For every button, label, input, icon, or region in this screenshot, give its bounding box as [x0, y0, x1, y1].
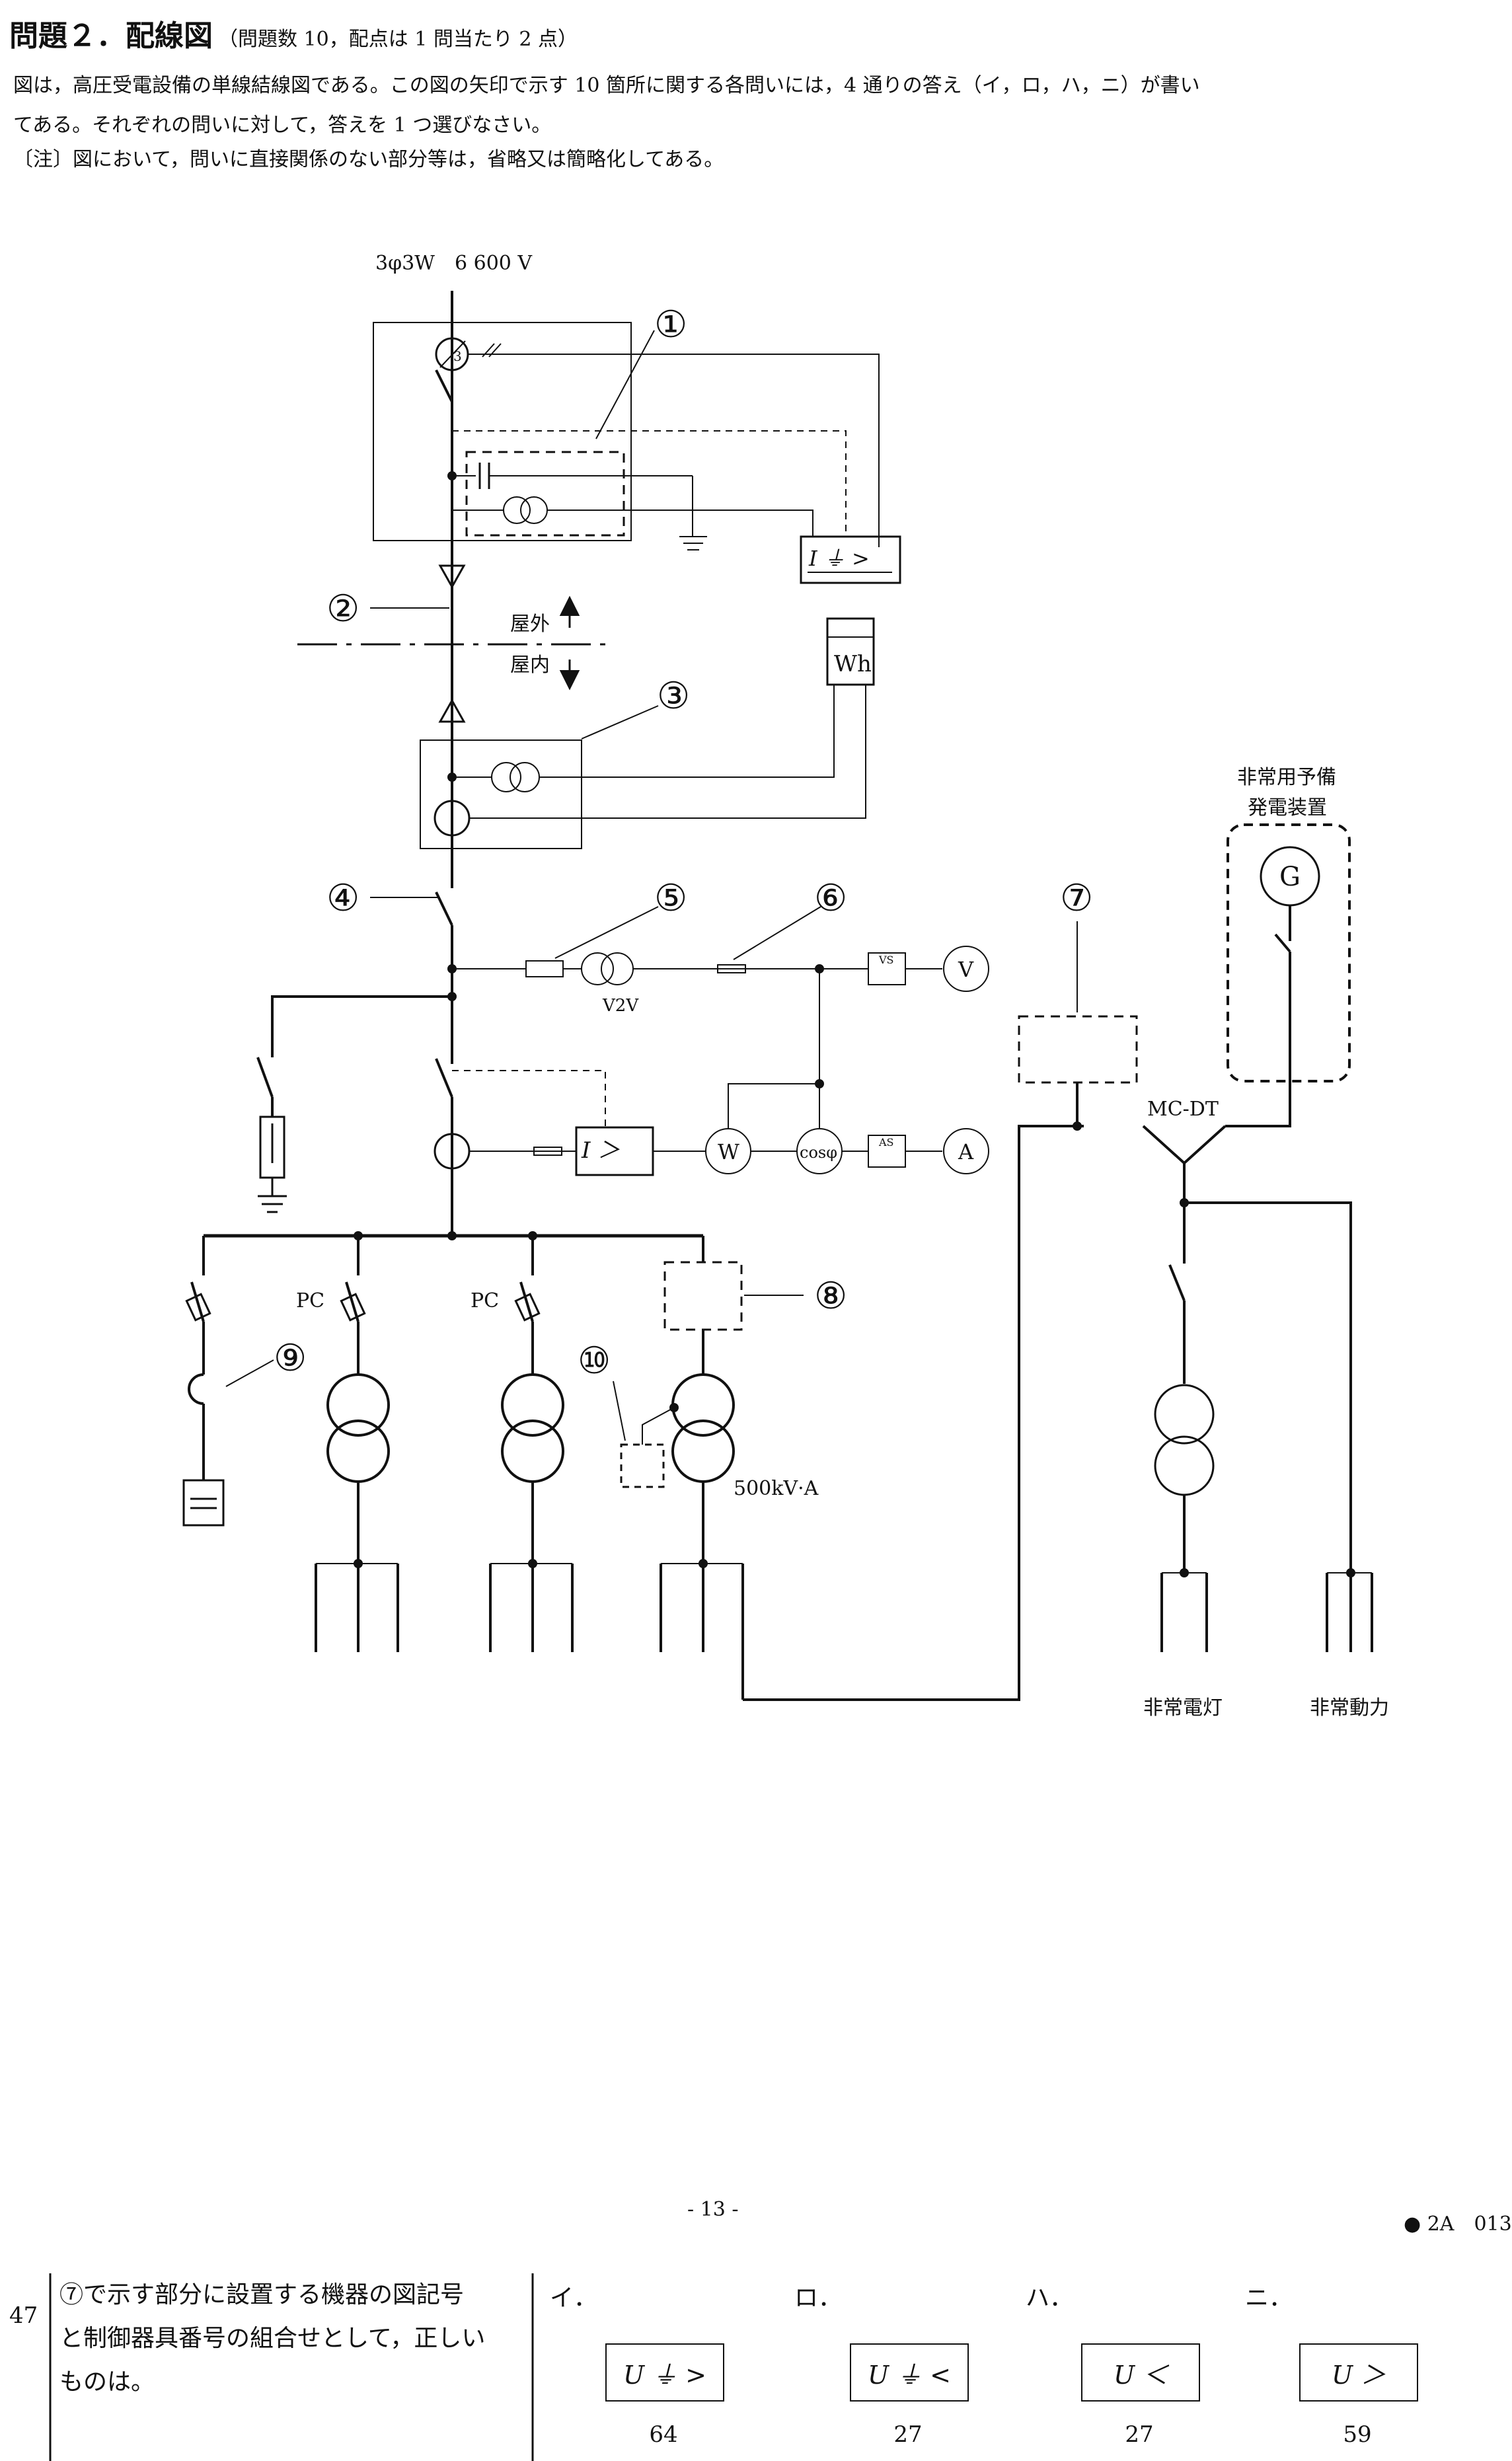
question-text-line-3: ものは。	[59, 2368, 155, 2396]
emergency-power-label: 非常動力	[1310, 1696, 1389, 1720]
generator-symbol: G	[1279, 862, 1301, 892]
intro-line-2: てある。それぞれの問いに対して，答えを 1 つ選びなさい。	[13, 114, 552, 137]
supply-label: 3φ3W 6 600 V	[375, 252, 533, 275]
callout-8: ⑧	[814, 1275, 847, 1318]
single-line-diagram: 3φ3W 6 600 V 屋外 屋内 Wh 3 I ⏚ > I ＞ V2V VS…	[182, 252, 1389, 1720]
wh-meter: Wh	[834, 651, 872, 677]
option-ni-label: ニ．	[1245, 2285, 1293, 2312]
callout-1: ①	[654, 303, 687, 346]
problem-title: 問題２．配線図（問題数 10，配点は 1 問当たり 2 点）	[9, 12, 578, 54]
vs-label: VS	[878, 954, 894, 966]
option-ha-label: ハ．	[1026, 2285, 1074, 2312]
option-ro-label: ロ．	[794, 2285, 843, 2312]
callout-6: ⑥	[814, 877, 847, 920]
question-number: 47	[9, 2302, 38, 2329]
option-ro-symbol[interactable]: U ⏚ <	[850, 2343, 969, 2402]
emergency-light-label: 非常電灯	[1143, 1696, 1223, 1720]
callout-7: ⑦	[1060, 877, 1093, 920]
indoor-label: 屋内	[510, 654, 550, 677]
callout-10: ⑩	[578, 1340, 611, 1382]
callout-5: ⑤	[654, 877, 687, 920]
question-table-lines	[49, 2273, 534, 2461]
callout-2: ②	[326, 587, 359, 630]
voltmeter: V	[958, 957, 974, 982]
ct-count: 3	[453, 348, 462, 364]
power-factor-meter: cosφ	[800, 1143, 837, 1162]
option-i-code: 64	[649, 2421, 678, 2448]
outdoor-label: 屋外	[510, 613, 550, 636]
overcurrent-relay: I ＞	[581, 1137, 620, 1164]
pc-label-2: PC	[471, 1289, 499, 1312]
booklet-code: ● 2A 013	[1404, 2213, 1512, 2236]
as-label: AS	[878, 1136, 894, 1149]
callout-3: ③	[657, 675, 690, 718]
mcdt-label: MC-DT	[1147, 1098, 1219, 1121]
question-text-line-2: と制御器具番号の組合せとして，正しい	[59, 2325, 486, 2352]
v2v-label: V2V	[602, 996, 639, 1016]
intro-note: 〔注〕図において，問いに直接関係のない部分等は，省略又は簡略化してある。	[13, 148, 724, 171]
option-ni-symbol[interactable]: U ＞	[1299, 2343, 1418, 2402]
option-ha-symbol[interactable]: U ＜	[1081, 2343, 1200, 2402]
ground-relay: I ⏚ >	[808, 546, 870, 571]
option-ro-code: 27	[893, 2421, 923, 2448]
generator-label-1: 非常用予備	[1237, 766, 1336, 789]
problem-title-text: 問題２．配線図	[9, 19, 213, 53]
callout-4: ④	[326, 877, 359, 920]
ammeter: A	[958, 1139, 974, 1164]
wattmeter: W	[718, 1139, 739, 1164]
option-ni-code: 59	[1343, 2421, 1372, 2448]
generator-label-2: 発電装置	[1248, 796, 1327, 819]
problem-subtitle: （問題数 10，配点は 1 問当たり 2 点）	[218, 28, 578, 51]
transformer-rating: 500kV·A	[734, 1477, 819, 1500]
option-i-label: イ．	[550, 2285, 598, 2312]
pc-label-1: PC	[296, 1289, 324, 1312]
question-text: ⑦で示す部分に設置する機器の図記号 と制御器具番号の組合せとして，正しい ものは…	[59, 2273, 522, 2404]
intro-line-1: 図は，高圧受電設備の単線結線図である。この図の矢印で示す 10 箇所に関する各問…	[13, 74, 1200, 97]
option-ha-code: 27	[1125, 2421, 1154, 2448]
option-i-symbol[interactable]: U ⏚ >	[605, 2343, 724, 2402]
page-number: - 13 -	[687, 2198, 739, 2221]
callout-9: ⑨	[274, 1337, 307, 1380]
question-text-line-1: ⑦で示す部分に設置する機器の図記号	[59, 2281, 465, 2308]
